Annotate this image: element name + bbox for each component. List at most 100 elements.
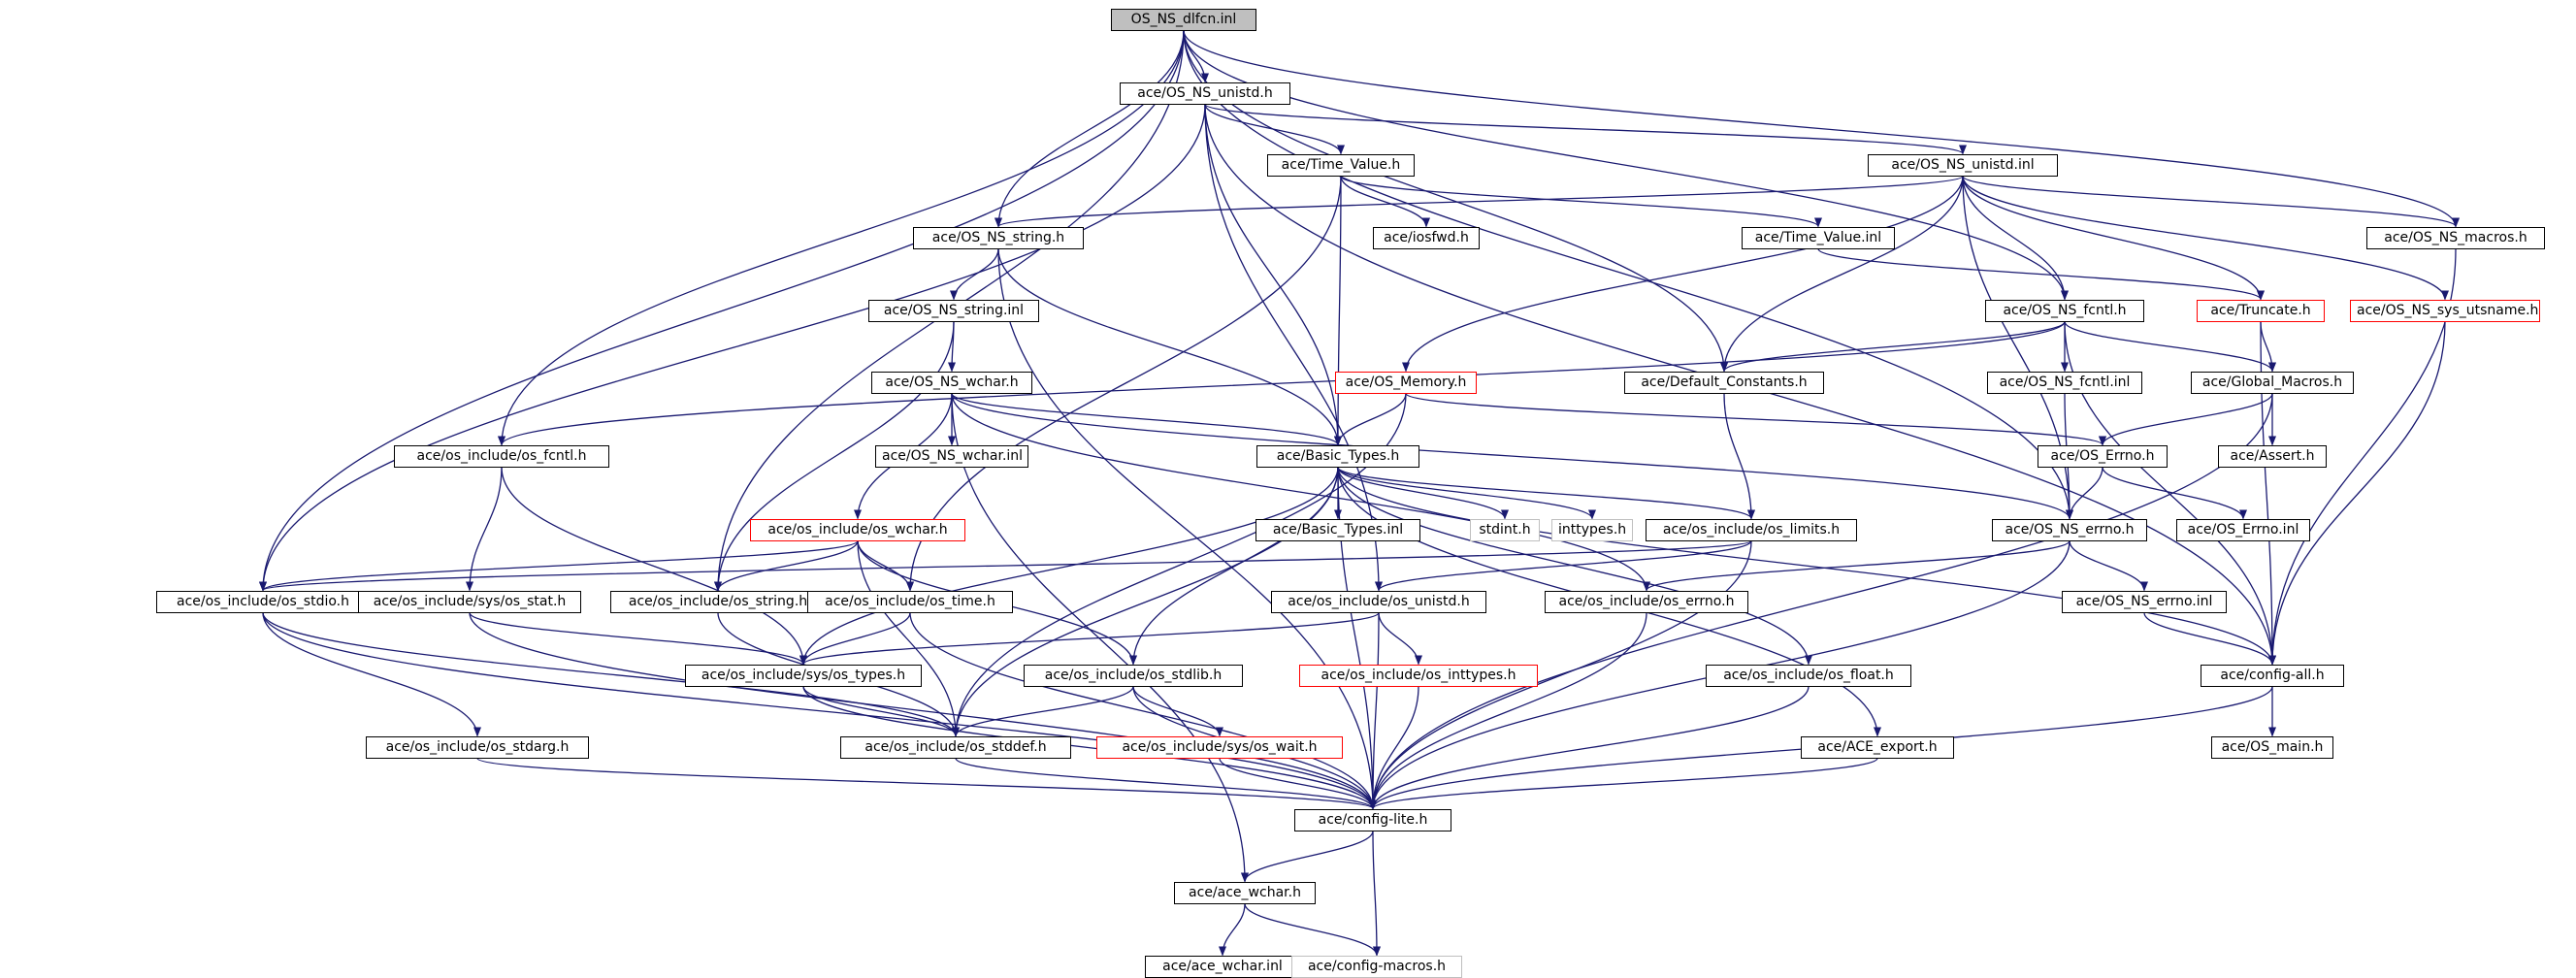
node-ns-errno-h[interactable]: ace/OS_NS_errno.h [1992,518,2147,541]
edge-os-inttypes-to-config-lite [1369,686,1419,810]
edge-ns-errno-h-to-ns-errno-inl [2069,540,2148,592]
node-ace-export[interactable]: ace/ACE_export.h [1801,735,1954,759]
edge-basic-types-h-to-inttypes [1337,467,1596,520]
node-basic-types-h[interactable]: ace/Basic_Types.h [1256,444,1419,468]
edge-string-h-to-string-inl [950,248,999,301]
edge-os-stddef-to-config-lite [955,757,1377,810]
edge-utsname-h-to-config-all [2268,321,2446,666]
edge-unistd-inl-to-truncate-h [1962,176,2265,301]
node-fcntl-inl[interactable]: ace/OS_NS_fcntl.inl [1987,371,2142,394]
node-ace-wchar-inl[interactable]: ace/ace_wchar.inl [1145,955,1300,978]
edge-os-unistd-to-os-types [799,611,1380,666]
node-ace-wchar-h[interactable]: ace/ace_wchar.h [1174,881,1316,904]
edge-unistd-h-to-time-value-h [1204,104,1345,155]
edge-os-types-to-os-stddef [802,686,960,737]
edge-ace-wchar-h-to-config-macros [1244,903,1381,957]
node-macros-h[interactable]: ace/OS_NS_macros.h [2366,226,2545,249]
edge-global-macros-to-config-lite [1369,393,2273,810]
edge-time-value-h-to-time-value-inl [1340,175,1822,228]
node-ns-errno-inl[interactable]: ace/OS_NS_errno.inl [2062,590,2227,613]
node-root[interactable]: OS_NS_dlfcn.inl [1111,8,1256,31]
edge-errno-h-cls-to-errno-inl-cls [2102,467,2247,520]
edge-os-limits-to-os-stdio [259,539,1752,592]
node-config-all[interactable]: ace/config-all.h [2201,664,2344,687]
node-default-constants[interactable]: ace/Default_Constants.h [1624,371,1824,394]
node-os-time[interactable]: ace/os_include/os_time.h [807,590,1013,613]
node-os-stdlib[interactable]: ace/os_include/os_stdlib.h [1024,664,1243,687]
node-time-value-inl[interactable]: ace/Time_Value.inl [1742,226,1895,249]
edge-basic-types-h-to-os-stddef [952,467,1339,737]
edge-os-stdlib-to-os-stddef [952,686,1134,737]
node-unistd-h[interactable]: ace/OS_NS_unistd.h [1120,82,1290,105]
node-stdint[interactable]: stdint.h [1470,518,1540,541]
edge-ace-wchar-h-to-ace-wchar-inl [1219,903,1246,957]
node-config-macros[interactable]: ace/config-macros.h [1291,955,1462,978]
edge-time-value-inl-to-truncate-h [1817,247,2265,301]
edge-os-stat-to-config-lite [469,612,1377,810]
edge-unistd-inl-to-string-h [995,175,1964,228]
node-memory-h[interactable]: ace/OS_Memory.h [1335,371,1477,394]
node-os-stddef[interactable]: ace/os_include/os_stddef.h [840,735,1071,759]
edge-basic-types-h-to-os-types [799,467,1339,666]
node-string-h[interactable]: ace/OS_NS_string.h [913,226,1084,249]
edge-os-fcntl-to-os-stat [466,467,503,592]
edge-basic-types-h-to-os-limits [1337,466,1755,520]
node-os-main[interactable]: ace/OS_main.h [2211,735,2333,759]
edge-default-constants-to-os-limits [1723,393,1755,520]
node-os-stat[interactable]: ace/os_include/sys/os_stat.h [358,590,581,613]
node-iosfwd[interactable]: ace/iosfwd.h [1373,226,1480,249]
edge-os-stdlib-to-os-wait [1132,686,1223,737]
edge-os-stdio-to-os-stddef [262,612,960,737]
node-errno-h-cls[interactable]: ace/OS_Errno.h [2038,444,2168,468]
node-os-stdio[interactable]: ace/os_include/os_stdio.h [156,590,370,613]
edge-os-wchar-to-os-stdio [259,539,859,592]
edge-unistd-h-to-basic-types-h [1204,104,1342,446]
node-errno-inl-cls[interactable]: ace/OS_Errno.inl [2176,518,2310,541]
edge-time-value-h-to-basic-types-h [1334,176,1343,446]
node-os-float[interactable]: ace/os_include/os_float.h [1706,664,1911,687]
node-os-fcntl[interactable]: ace/os_include/os_fcntl.h [394,444,609,468]
edge-os-stdio-to-config-lite [262,612,1377,810]
node-inttypes[interactable]: inttypes.h [1551,518,1633,541]
edge-unistd-inl-to-default-constants [1720,176,1964,373]
node-config-lite[interactable]: ace/config-lite.h [1294,808,1451,831]
edge-config-lite-to-config-macros [1372,831,1381,957]
node-os-unistd[interactable]: ace/os_include/os_unistd.h [1271,590,1486,613]
edge-time-value-h-to-os-time [906,176,1342,592]
edge-os-errno-to-config-lite [1369,612,1647,810]
edge-unistd-h-to-os-stdio [259,104,1206,592]
node-unistd-inl[interactable]: ace/OS_NS_unistd.inl [1868,153,2058,177]
node-os-types[interactable]: ace/os_include/sys/os_types.h [685,664,922,687]
node-string-inl[interactable]: ace/OS_NS_string.inl [868,299,1039,322]
edge-basic-types-h-to-config-all [1337,467,2276,666]
edge-wchar-h-to-os-errno [951,393,1650,592]
node-os-string[interactable]: ace/os_include/os_string.h [610,590,826,613]
node-os-stdarg[interactable]: ace/os_include/os_stdarg.h [366,735,589,759]
edge-os-types-to-config-lite [802,686,1377,810]
node-truncate-h[interactable]: ace/Truncate.h [2197,299,2325,322]
node-assert-h[interactable]: ace/Assert.h [2218,444,2327,468]
node-fcntl-h[interactable]: ace/OS_NS_fcntl.h [1985,299,2144,322]
edge-unistd-h-to-os-unistd [1204,104,1383,592]
edge-memory-h-to-errno-h-cls [1405,392,2106,446]
edge-os-time-to-os-types [799,612,911,666]
node-os-wchar[interactable]: ace/os_include/os_wchar.h [750,518,965,541]
node-utsname-h[interactable]: ace/OS_NS_sys_utsname.h [2350,299,2540,322]
node-basic-types-inl[interactable]: ace/Basic_Types.inl [1255,518,1420,541]
edge-os-time-to-config-lite [909,612,1377,810]
node-os-wait[interactable]: ace/os_include/sys/os_wait.h [1096,735,1343,759]
node-wchar-h[interactable]: ace/OS_NS_wchar.h [871,371,1032,394]
node-os-limits[interactable]: ace/os_include/os_limits.h [1646,518,1857,541]
node-global-macros[interactable]: ace/Global_Macros.h [2191,371,2354,394]
edge-unistd-h-to-unistd-inl [1204,103,1967,155]
edge-root-to-fcntl-h [1183,30,2069,301]
edge-string-inl-to-os-string [714,321,955,592]
node-os-inttypes[interactable]: ace/os_include/os_inttypes.h [1299,664,1538,687]
node-wchar-inl[interactable]: ace/OS_NS_wchar.inl [875,444,1028,468]
edge-os-wchar-to-os-string [714,540,859,592]
edge-wchar-h-to-ns-errno-h [951,393,2073,520]
node-os-errno[interactable]: ace/os_include/os_errno.h [1545,590,1748,613]
edge-root-to-os-stdio [259,30,1185,592]
node-time-value-h[interactable]: ace/Time_Value.h [1267,153,1415,177]
